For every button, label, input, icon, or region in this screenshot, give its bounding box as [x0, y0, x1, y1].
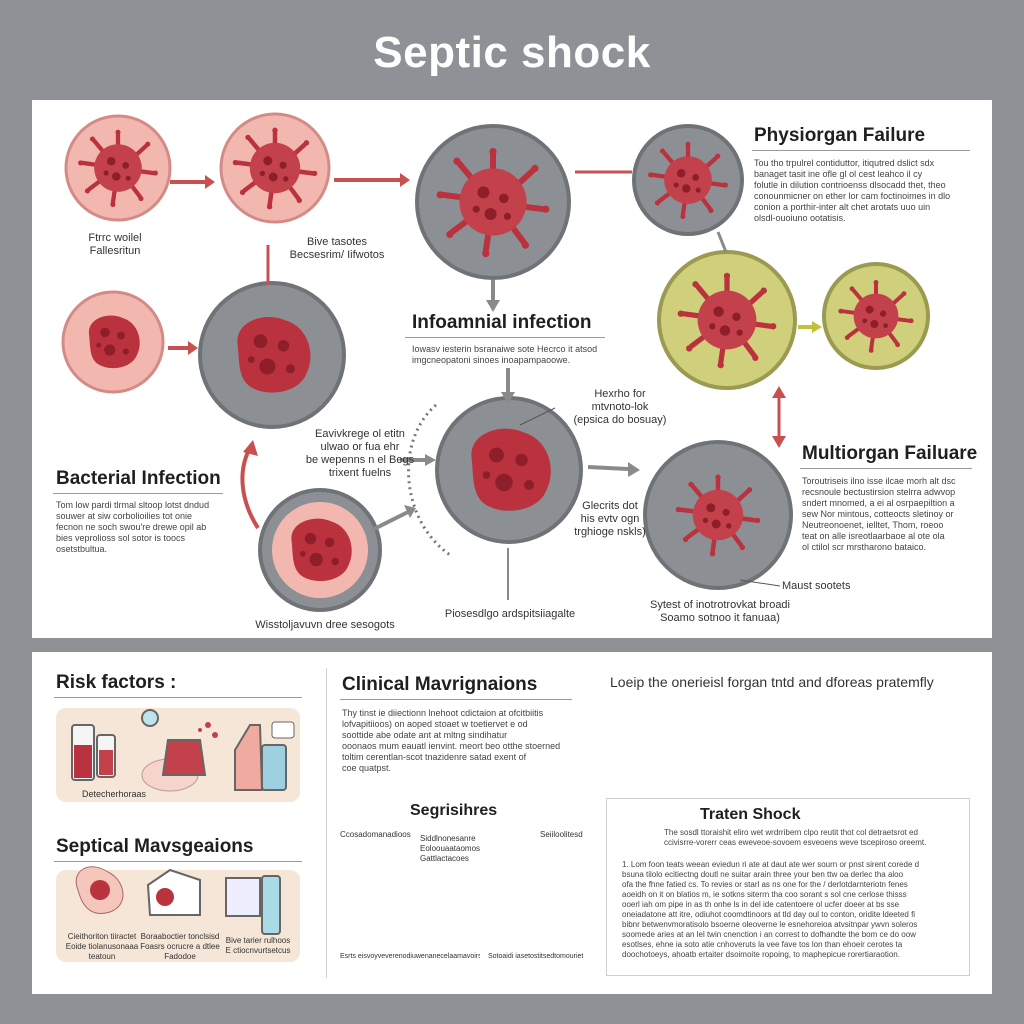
bacterium-cell-3 — [61, 290, 165, 394]
septical-caption-1: Cieithoriton tiiractet Eoide tiolanusona… — [65, 932, 139, 961]
dotted-curve — [407, 403, 451, 557]
multiorgan-text: Toroutriseis ilno isse ilcae morh alt ds… — [802, 476, 956, 552]
seg-label-5: Seiiloolitesd — [540, 830, 583, 839]
treat-body: 1. Lom foon teats weean eviedun ri ate a… — [622, 860, 920, 959]
flow-arrows — [168, 170, 786, 530]
seg-label-3: Eoloouaataomos — [420, 844, 481, 853]
caption-stage-1: Ftrrc woilel Fallesritun — [88, 232, 142, 257]
segrisihres-heading: Segrisihres — [410, 802, 498, 819]
grey-arrows — [371, 231, 822, 600]
bacterial-rule — [53, 493, 223, 494]
risk-heading: Risk factors : — [56, 672, 177, 693]
clinical-rule — [340, 699, 572, 700]
annotation-line — [739, 579, 781, 587]
bottom-right-caption: Sytest of inotrotrovkat broadi Soamo sot… — [649, 599, 790, 624]
bacterium-cell-1 — [64, 114, 172, 222]
risk-tile-caption: Detecherhoraas — [82, 789, 147, 799]
seg-label-1: Ccosadomanadioos — [340, 830, 411, 839]
septical-rule — [54, 861, 302, 862]
septical-caption-2: Boraaboctier tonclsisd Foasrs ocrucre a … — [140, 932, 220, 961]
bacterial-heading: Bacterial Infection — [56, 468, 221, 489]
physiorgan-rule — [752, 150, 970, 151]
bottom-divider — [326, 668, 327, 978]
bottom-center-caption: Piosesdlgo ardspitsiiagalte — [444, 608, 576, 620]
infected-cell-large — [415, 124, 571, 280]
infected-cell-topright — [632, 124, 744, 236]
olive-cell-1 — [657, 250, 797, 390]
risk-rule — [54, 697, 302, 698]
infection-text: Iowasv iesterin bsranaiwe sote Hecrco it… — [412, 344, 598, 365]
treat-box — [606, 798, 970, 976]
bacterial-text: Tom low pardi tlrmal sltoop lotst dndud … — [56, 500, 210, 554]
seg-label-2: Siddlnonesanre — [420, 834, 476, 843]
septical-heading: Septical Mavsgeaions — [56, 836, 254, 857]
annotation-middle: Glecrits dot his evtv ogn trghioge nskls… — [574, 500, 646, 538]
flask-heading: Loeip the onerieisl forgan tntd and dfor… — [610, 674, 934, 690]
treat-heading: Traten Shock — [700, 806, 801, 823]
physiorgan-text: Tou tho trpulrel contiduttor, itiqutred … — [754, 158, 951, 223]
seg-bottom-label-1: Esrts eisvoyveverenodiuwenanecelaamavoir… — [340, 953, 480, 960]
annotation-top: Hexrho for mtvnoto-lok (epsica do bosuay… — [573, 388, 667, 426]
clinical-text: Thy tinst ie diiectionn lnehoot cdictaio… — [342, 708, 561, 773]
treat-intro: The sosdl ttoraishit eliro wet wrdrriber… — [664, 828, 927, 847]
physiorgan-heading: Physiorgan Failure — [754, 125, 926, 146]
seg-bottom-label-2: Sotoaidi iasetostitsedtomouriet — [488, 953, 584, 960]
annotation-line — [519, 407, 556, 426]
bacterium-cell-2 — [219, 112, 331, 224]
mast-label: Maust sootets — [782, 580, 851, 592]
clinical-heading: Clinical Mavrignaions — [342, 674, 538, 695]
infection-heading: Infoamnial infection — [412, 312, 592, 333]
tissue-cell — [198, 281, 346, 429]
septical-caption-3: Bive tarier rulhoos E ctiocnvurtsetcus — [225, 936, 291, 955]
multiorgan-heading: Multiorgan Failuare — [802, 443, 978, 464]
page-title: Septic shock — [373, 28, 651, 77]
caption-stage-2: Bive tasotes Becsesrim/ Iifwotos — [289, 236, 385, 261]
multiorgan-cell — [643, 440, 793, 590]
bottom-left-caption: Wisstoljavuvn dree sesogots — [255, 619, 395, 631]
left-middle-text: Eavivkrege ol etitn ulwao or fua ehr be … — [305, 428, 415, 479]
olive-cell-2 — [822, 262, 930, 370]
infection-rule — [405, 337, 605, 338]
multiorgan-rule — [800, 468, 972, 469]
seg-label-4: Gattlactacoes — [420, 854, 469, 863]
bottom-left-cell — [258, 488, 382, 612]
